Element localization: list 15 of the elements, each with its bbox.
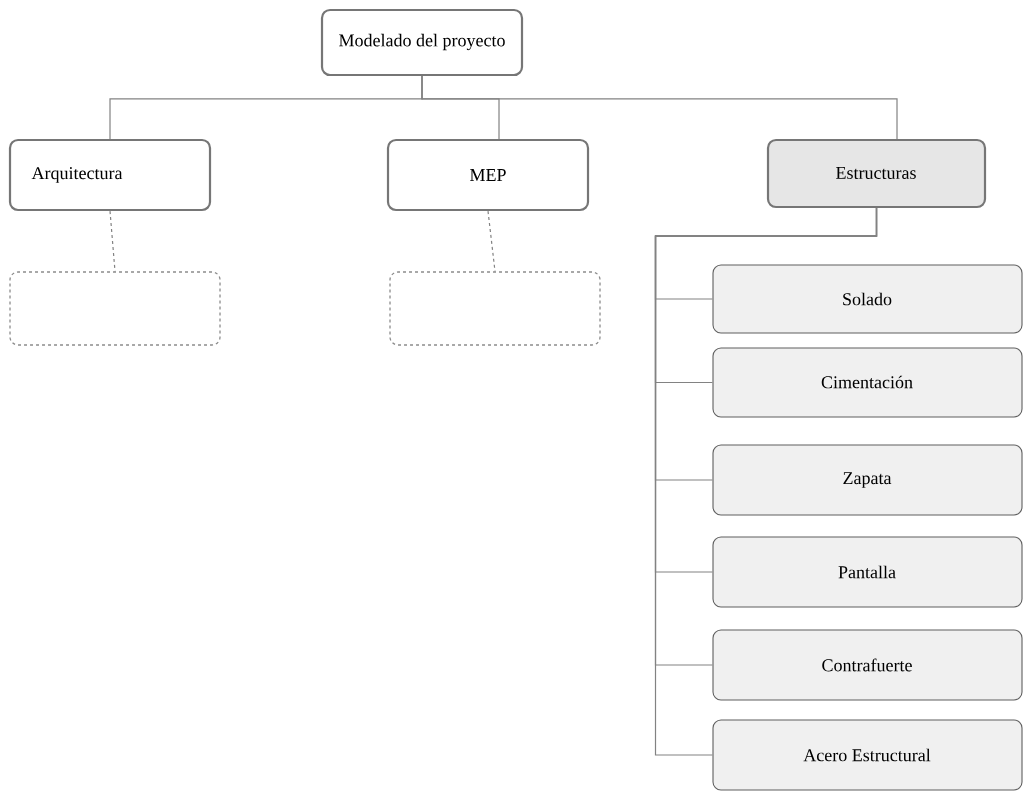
category-box: Arquitectura — [8, 138, 212, 212]
connector-line — [654, 207, 878, 756]
item-box: Contrafuerte — [712, 629, 1023, 701]
item-box: Solado — [712, 264, 1023, 334]
item-box: Cimentación — [712, 347, 1023, 418]
item-box: Acero Estructural — [712, 719, 1023, 791]
item-box: Pantalla — [712, 536, 1023, 608]
category-box: Estructuras — [766, 138, 987, 209]
connector-line — [487, 210, 496, 272]
category-box: Modelado del proyecto — [320, 8, 524, 77]
category-box: MEP — [386, 138, 590, 212]
connector-line — [421, 75, 898, 140]
empty-box — [9, 271, 221, 346]
empty-box — [389, 271, 601, 346]
item-box: Zapata — [712, 444, 1023, 516]
